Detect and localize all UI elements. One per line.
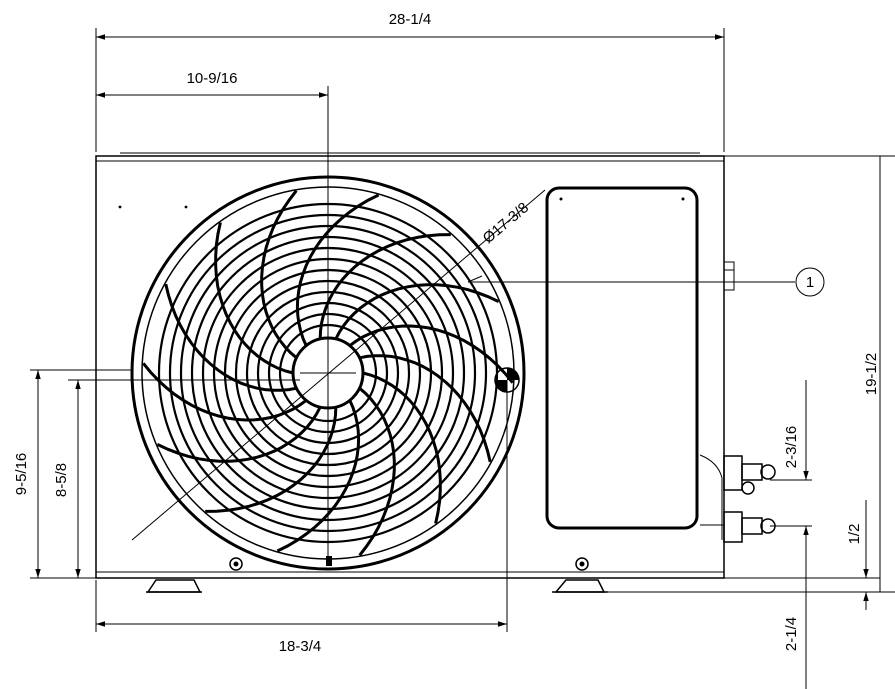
callout-1: 1 bbox=[795, 267, 825, 297]
grille-spoke bbox=[156, 406, 322, 463]
grille-spoke bbox=[295, 193, 380, 347]
lower-valve-height-label: 1/2 bbox=[846, 524, 863, 545]
fan-center-height-outer-label: 9-5/16 bbox=[13, 453, 30, 496]
callout-1-number: 1 bbox=[806, 274, 814, 291]
grille-spoke bbox=[359, 354, 492, 463]
foot-height-label: 2-1/4 bbox=[783, 617, 800, 651]
valve-spacing-label: 2-3/16 bbox=[783, 426, 800, 469]
grille-spoke bbox=[358, 387, 396, 557]
overall-width-label: 28-1/4 bbox=[389, 11, 432, 28]
grille-spoke bbox=[348, 324, 514, 384]
side-bracket bbox=[723, 261, 735, 291]
grille-spoke bbox=[362, 371, 442, 524]
grille-spoke bbox=[276, 399, 361, 553]
grille-spoke bbox=[260, 189, 298, 359]
fan-diameter-label: Ø17-3/8 bbox=[480, 199, 532, 247]
grille-spoke bbox=[214, 222, 294, 375]
grille-spoke bbox=[164, 283, 297, 392]
overall-height-label: 19-1/2 bbox=[863, 353, 880, 396]
service-valves bbox=[699, 454, 776, 543]
grille-spoke bbox=[334, 283, 500, 340]
grille-spoke bbox=[318, 233, 451, 339]
unit-cabinet bbox=[95, 152, 725, 579]
fan-center-offset-label: 10-9/16 bbox=[187, 70, 238, 87]
fan-center-height-inner-label: 8-5/8 bbox=[53, 463, 70, 497]
grille-spoke bbox=[142, 362, 308, 422]
bolt-spacing-label: 18-3/4 bbox=[279, 638, 322, 655]
service-panel bbox=[545, 186, 699, 530]
dimension-lines bbox=[30, 28, 895, 689]
mounting-feet bbox=[146, 556, 608, 593]
grille-spoke bbox=[205, 407, 338, 513]
